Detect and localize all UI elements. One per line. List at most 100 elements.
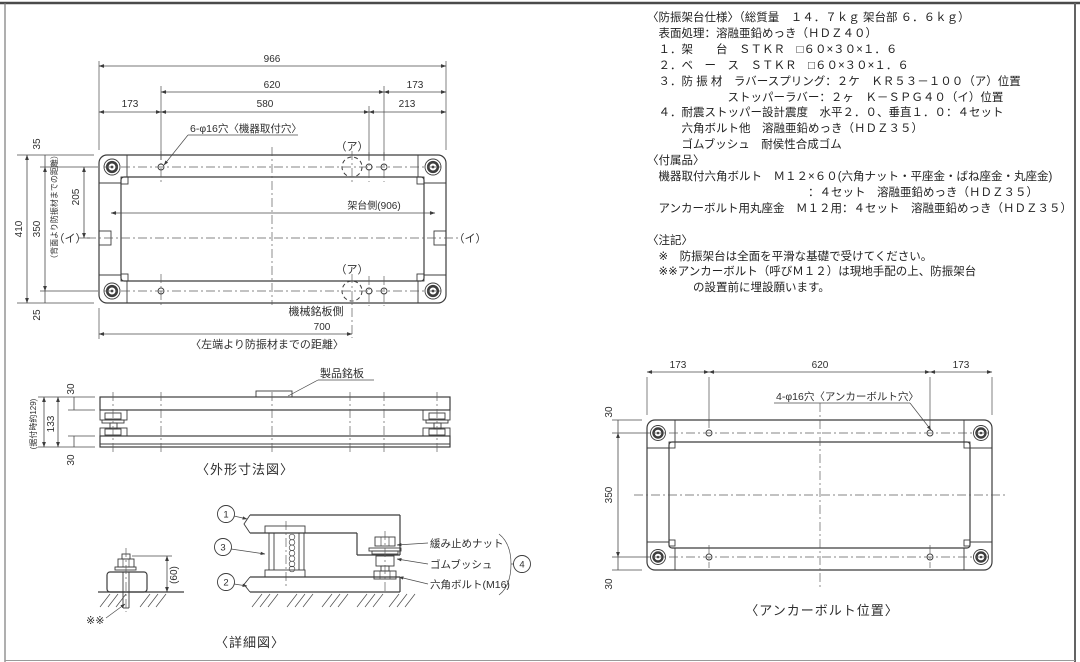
ground-hatch xyxy=(251,593,416,608)
dim-30-bottom-anchor: 30 xyxy=(604,578,615,590)
spec-line: ４．耐震ストッパー設計震度 水平２．０、垂直１．０：４セット xyxy=(647,107,1004,120)
lock-nut-leader xyxy=(396,542,429,547)
mark-i-left: （イ） xyxy=(54,232,87,245)
spec-line: ※※アンカーボルト（呼びＭ１２）は現地手配の上、防振架台 xyxy=(647,266,977,279)
dim-173-right: 173 xyxy=(407,80,424,91)
dim-213: 213 xyxy=(399,99,416,110)
detail-spring-housing xyxy=(264,521,306,589)
nameplate-side-label: 機械銘板側 xyxy=(289,304,344,318)
side-stopper-brackets xyxy=(99,409,451,437)
balloon-3: 3 xyxy=(214,538,266,556)
spec-line-accessories: 〈付属品〉 xyxy=(647,155,705,168)
dim-620: 620 xyxy=(264,80,281,91)
dim-35: 35 xyxy=(32,138,43,150)
spec-line: 六角ボルト他 溶融亜鉛めっき（ＨＤＺ３５） xyxy=(647,123,923,136)
dim-350-anchor: 350 xyxy=(604,486,615,503)
anchor-bolt-leader xyxy=(105,603,126,619)
plan-frame-outline xyxy=(98,154,447,304)
install-height-note: (据付時約129) xyxy=(28,398,38,449)
dim-60: (60) xyxy=(169,566,180,584)
spec-line-blank xyxy=(647,218,1075,234)
balloon-1-number: 1 xyxy=(223,510,228,521)
dim-173-left: 173 xyxy=(122,99,139,110)
dim-30-top-anchor: 30 xyxy=(604,406,615,418)
mounting-hole-label: 6-φ16穴〈機器取付穴〉 xyxy=(190,122,302,135)
anchor-view-caption: 〈アンカーボルト位置〉 xyxy=(745,603,898,618)
dim-30-bottom: 30 xyxy=(66,454,77,466)
mounting-hole-leader xyxy=(163,134,189,166)
balloon-2: 2 xyxy=(217,573,248,591)
spec-line: 機器取付六角ボルト Ｍ１２×６０(六角ナット・平座金・ばね座金・丸座金) xyxy=(647,171,1053,184)
plan-dimensions xyxy=(25,64,447,336)
anchor-hole-label: 4-φ16穴〈アンカーボルト穴〉 xyxy=(776,390,919,403)
dim-350: 350 xyxy=(32,220,43,237)
back-distance-note: （背面より防振材までの距離） xyxy=(49,151,59,263)
plan-extension-lines xyxy=(17,61,447,339)
side-centerlines xyxy=(112,392,438,452)
spec-line: １．架 台 ＳＴＫＲ □６０×３０×１．６ xyxy=(647,43,898,56)
rubber-bush-label: ゴムブッシュ xyxy=(430,558,492,571)
balloon-1: 1 xyxy=(217,505,248,523)
balloon-4: 4 xyxy=(498,533,531,596)
side-view-caption: 〈外形寸法図〉 xyxy=(196,462,294,477)
dim-580: 580 xyxy=(257,99,274,110)
nameplate-leader xyxy=(287,379,319,397)
dim-173-right-anchor: 173 xyxy=(953,360,970,371)
dim-173-left-anchor: 173 xyxy=(670,360,687,371)
plan-centerlines xyxy=(87,147,459,338)
dim-700: 700 xyxy=(314,322,331,333)
plan-view: 966 620 173 173 580 213 35 410 350 25 20… xyxy=(14,54,487,351)
spec-line: ３．防 振 材 ラバースプリング：２ケ ＫＲ５３－１００（ア）位置 xyxy=(647,75,1021,88)
spec-line-title: 〈防振架台仕様〉（総質量 １４．７ｋｇ 架台部 ６．６ｋｇ） xyxy=(647,12,970,24)
plan-corner-blocks xyxy=(99,155,446,303)
coil-spring xyxy=(288,533,296,573)
frame-side-label: 架台側(906) xyxy=(347,199,400,212)
spec-line: ストッパーラバー：２ヶ Ｋ－ＳＰＧ４０（イ）位置 xyxy=(647,91,1004,104)
anchor-dimensions xyxy=(616,370,993,570)
detail-bolt-stack xyxy=(368,531,402,594)
dim-620-anchor: 620 xyxy=(812,360,829,371)
spec-line: ：４セット 溶融亜鉛めっき（ＨＤＺ３５） xyxy=(647,186,1038,199)
dim-133: 133 xyxy=(46,415,57,432)
product-nameplate xyxy=(255,390,293,398)
nameplate-label: 製品銘板 xyxy=(320,366,364,380)
dim-410: 410 xyxy=(14,220,25,237)
anchor-bolt-view: 173 620 173 30 350 30 4-φ16穴〈アンカーボルト穴〉 〈… xyxy=(604,360,1006,618)
plan-caption: 〈左端より防振材までの距離〉 xyxy=(190,337,344,351)
detail-view-caption: 〈詳細図〉 xyxy=(215,635,285,650)
spec-line-notes: 〈注記〉 xyxy=(647,234,693,247)
anchor-section-detail: (60) ※※ xyxy=(86,548,184,627)
side-view: 製品銘板 30 133 (据付時約129) 30 〈外形寸法図〉 xyxy=(28,366,451,477)
dim-30-top: 30 xyxy=(66,383,77,395)
rubber-bush-leader xyxy=(396,558,429,565)
mark-a-top: （ア） xyxy=(336,140,369,153)
balloon-4-number: 4 xyxy=(519,560,524,571)
plan-corner-bolts xyxy=(103,158,442,300)
side-top-member xyxy=(99,396,451,411)
detail-top-plate xyxy=(243,514,401,556)
mark-a-bottom: （ア） xyxy=(336,263,369,276)
dim-205: 205 xyxy=(71,188,82,205)
dim-25: 25 xyxy=(32,309,43,321)
hex-bolt-label: 六角ボルト(M16) xyxy=(430,579,510,591)
spec-line: ２．ベ ー ス ＳＴＫＲ □６０×３０×１．６ xyxy=(647,59,909,72)
anchor-hole-leader xyxy=(909,402,932,431)
hex-bolt-leader xyxy=(398,576,429,585)
spec-line: ※ 防振架台は全面を平滑な基礎で受けてください。 xyxy=(647,250,933,263)
balloon-2-number: 2 xyxy=(223,578,228,589)
plan-frame-inner xyxy=(120,176,425,282)
spec-line: アンカーボルト用丸座金 Ｍ１２用：４セット 溶融亜鉛めっき（ＨＤＺ３５） xyxy=(647,202,1073,215)
lock-nut-label: 緩み止めナット xyxy=(430,537,504,550)
anchor-corner-bolts xyxy=(650,425,989,565)
spec-line: 表面処理：溶融亜鉛めっき（ＨＤＺ４０） xyxy=(647,27,877,40)
side-base-member xyxy=(99,435,451,448)
anchor-bolt-mark: ※※ xyxy=(86,615,104,627)
spec-line: の設置前に埋設願います。 xyxy=(647,282,830,295)
dim-966: 966 xyxy=(264,54,281,65)
side-dimensions xyxy=(38,396,95,448)
spec-block: 〈防振架台仕様〉（総質量 １４．７ｋｇ 架台部 ６．６ｋｇ） 表面処理：溶融亜鉛… xyxy=(647,11,1075,297)
mark-i-right: （イ） xyxy=(454,232,487,245)
